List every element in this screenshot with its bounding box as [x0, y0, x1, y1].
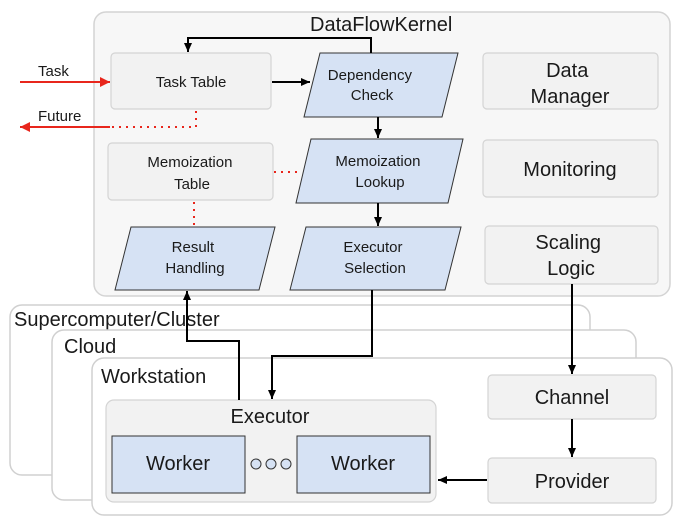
svg-text:Result Handling: Result Handling: [165, 239, 224, 277]
memoization-lookup-box: [295, 138, 464, 204]
supercomputer-cluster-label: Supercomputer/Cluster: [14, 309, 220, 331]
svg-text:Memoization Lookup: Memoization Lookup: [335, 153, 424, 191]
executor-label: Executor: [231, 406, 310, 428]
ellipsis-dot-2: [265, 458, 277, 470]
memoization-lookup-label-line2: Lookup: [355, 174, 404, 191]
dependency-loop-arrow: [184, 37, 372, 53]
task-table-box: [110, 52, 272, 110]
memoization-lookup-label-line1: Memoization: [335, 153, 420, 170]
scaling-logic-label-line2: Logic: [547, 258, 595, 280]
result-handling-label-line2: Handling: [165, 260, 224, 277]
svg-text:Scaling Logic: Scaling Logic: [535, 232, 606, 280]
provider-label: Provider: [535, 471, 610, 493]
future-label: Future: [38, 108, 81, 125]
dependency-check-label-line2: Check: [351, 87, 394, 104]
result-handling-box: [114, 226, 276, 291]
worker-left-label: Worker: [146, 453, 210, 475]
channel-label: Channel: [535, 387, 610, 409]
executor-selection-box: [289, 226, 462, 291]
scaling-logic-label-line1: Scaling: [535, 232, 601, 254]
cloud-label: Cloud: [64, 336, 116, 358]
workstation-label: Workstation: [101, 366, 206, 388]
memoization-table-box: [107, 142, 274, 201]
svg-text:Executor Selection: Executor Selection: [343, 239, 406, 277]
task-label: Task: [38, 63, 69, 80]
svg-text:Memoization Table: Memoization Table: [147, 154, 236, 193]
svg-text:Data Manager: Data Manager: [531, 60, 610, 108]
executor-selection-label-line1: Executor: [343, 239, 402, 256]
executor-selection-label-line2: Selection: [344, 260, 406, 277]
ellipsis-dot-3: [280, 458, 292, 470]
data-manager-label-line2: Manager: [531, 86, 610, 108]
monitoring-box: [482, 139, 659, 198]
future-dotted-link: [112, 111, 197, 128]
executor-to-result-arrow: [183, 291, 240, 400]
dataflowkernel-title: DataFlowKernel: [310, 14, 452, 36]
worker-right-box: [296, 435, 431, 494]
worker-left-box: [111, 435, 246, 494]
result-handling-label-line1: Result: [172, 239, 215, 256]
svg-text:Dependency Check: Dependency Check: [328, 67, 416, 104]
executor-selection-to-executor-arrow: [268, 290, 373, 399]
data-manager-box: [482, 52, 659, 110]
worker-right-label: Worker: [331, 453, 395, 475]
provider-box: [487, 457, 657, 504]
ellipsis-dot-1: [250, 458, 262, 470]
monitoring-label: Monitoring: [523, 159, 616, 181]
memoization-table-label-line1: Memoization: [147, 154, 232, 171]
task-table-label: Task Table: [156, 74, 227, 91]
dependency-check-label-line1: Dependency: [328, 67, 413, 84]
data-manager-label-line1: Data: [546, 60, 589, 82]
dependency-check-box: [303, 52, 459, 118]
memoization-table-label-line2: Table: [174, 176, 210, 193]
